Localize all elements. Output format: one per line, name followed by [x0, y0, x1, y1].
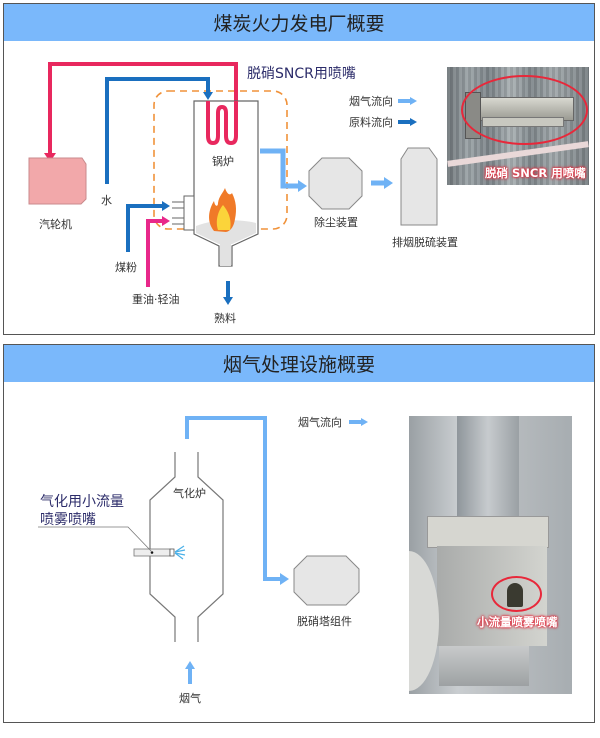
legend-flue-arrow-head	[361, 418, 368, 426]
clinker-arrow-head	[223, 297, 233, 305]
sncr-zone-outline	[153, 90, 288, 230]
sncr-nozzle-label: 脱硝SNCR用喷嘴	[247, 66, 356, 82]
flue-pipe-boiler-out	[260, 148, 299, 189]
spray-mist-icon	[174, 545, 186, 560]
panel-title: 煤炭火力发电厂概要	[4, 4, 594, 41]
flue-arrow-head	[298, 180, 307, 192]
flame-core	[216, 205, 231, 230]
burner-block	[183, 195, 195, 231]
oil-feed-arrow-head	[162, 216, 170, 226]
photo-drum	[409, 551, 439, 691]
legend-flue-arrow-head	[410, 97, 417, 105]
clinker-label: 熟料	[214, 311, 236, 325]
photo-housing-top	[427, 516, 549, 548]
coal-power-plant-panel: 煤炭火力发电厂概要	[3, 3, 595, 335]
gasifier-shape	[149, 452, 224, 642]
nozzle-callout-line1: 气化用小流量	[40, 494, 124, 510]
flue-in-arrow-head	[185, 661, 195, 669]
nozzle-callout-line2: 喷雾喷嘴	[40, 512, 96, 528]
legend-flue-label: 烟气流向	[298, 415, 342, 429]
highlight-ellipse	[491, 576, 542, 612]
heat-exchanger-coil	[206, 101, 238, 146]
legend-material-arrow-head	[410, 118, 417, 126]
spray-photo-caption: 小流量喷雾喷嘴	[477, 615, 558, 629]
clinker-chute	[220, 244, 231, 266]
dust-collector-shape	[308, 157, 363, 210]
dust-collector-label: 除尘装置	[314, 215, 358, 229]
flue-gas-treatment-panel: 烟气处理设施概要 烟气流向 气化炉 气化用小流量 喷雾喷嘴 脱硝塔组件 烟气	[3, 344, 595, 723]
fgd-label: 排烟脱硫装置	[392, 235, 458, 249]
power-plant-diagram: 脱硝SNCR用喷嘴 烟气流向 原料流向 锅炉 汽轮机 水 煤粉 重油·轻油 熟料…	[28, 62, 458, 325]
photo-pipe	[457, 416, 519, 516]
flue-gas-diagram: 烟气流向 气化炉 气化用小流量 喷雾喷嘴 脱硝塔组件 烟气	[38, 415, 368, 705]
oil-label: 重油·轻油	[132, 292, 180, 306]
flue-gas-label: 烟气	[179, 691, 201, 705]
fgd-shape	[400, 147, 438, 226]
turbine-shape	[28, 157, 87, 205]
coal-feed-pipe	[126, 204, 164, 252]
flue-arrow-head	[384, 177, 393, 189]
coal-powder-label: 煤粉	[115, 261, 137, 274]
highlight-ellipse	[461, 75, 588, 145]
water-arrow-head	[203, 92, 213, 100]
legend-flue-label: 烟气流向	[349, 94, 393, 108]
boiler-label: 锅炉	[212, 155, 234, 168]
gasifier-label: 气化炉	[173, 486, 206, 500]
photo-duct	[439, 646, 529, 686]
denox-tower-shape	[293, 555, 360, 606]
coal-feed-arrow-head	[162, 201, 170, 211]
flue-pipe-gasifier-out	[185, 416, 281, 581]
spray-nozzle-tip	[169, 548, 175, 557]
sncr-photo-caption: 脱硝 SNCR 用喷嘴	[485, 166, 586, 180]
oil-feed-pipe	[146, 219, 164, 287]
steam-pipe	[48, 62, 238, 156]
sncr-nozzle-photo: 脱硝 SNCR 用喷嘴	[447, 67, 589, 185]
turbine-label: 汽轮机	[39, 217, 72, 231]
legend-material-label: 原料流向	[349, 115, 393, 129]
panel-title: 烟气处理设施概要	[4, 345, 594, 382]
denox-tower-label: 脱硝塔组件	[297, 614, 352, 628]
water-label: 水	[101, 194, 112, 207]
spray-nozzle-photo: 小流量喷雾喷嘴	[409, 416, 572, 694]
ash-bed	[196, 220, 256, 244]
flue-arrow-head	[280, 573, 289, 585]
callout-leader-line	[38, 526, 153, 553]
water-pipe	[105, 77, 210, 184]
